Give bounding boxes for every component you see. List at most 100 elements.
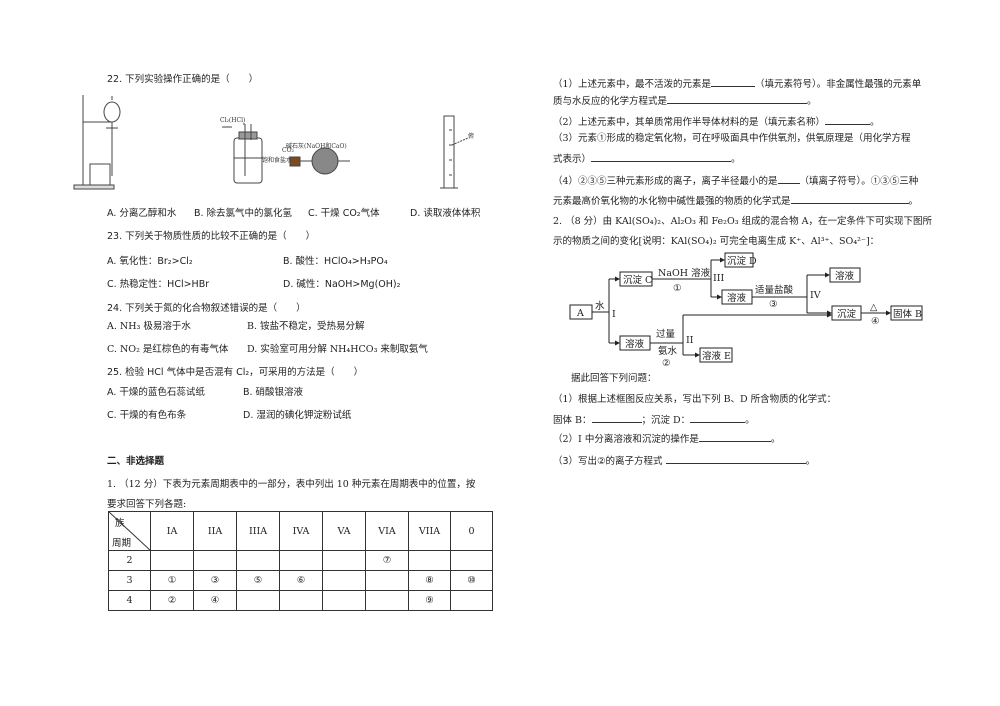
label-precip-c: 沉淀 C bbox=[623, 274, 652, 286]
q1-part3-line1: （3）元素①形成的稳定氧化物，可在呼吸面具中作供氧剂，供氧原理是（用化学方程 bbox=[553, 133, 911, 144]
answer-blank[interactable] bbox=[790, 194, 909, 204]
answer-blank[interactable] bbox=[665, 454, 806, 464]
q25-option-c: C. 干燥的有色布条 bbox=[107, 410, 187, 421]
q2-part3-text: （3）写出②的离子方程式 bbox=[553, 456, 663, 467]
label-solution-3: 溶液 bbox=[625, 338, 645, 350]
q25-option-d: D. 湿润的碘化钾淀粉试纸 bbox=[243, 410, 352, 421]
period: 。 bbox=[807, 96, 817, 107]
diagram-lines bbox=[569, 252, 923, 363]
q24-option-d: D. 实验室可用分解 NH₄HCO₃ 来制取氨气 bbox=[247, 344, 428, 355]
element-cell: ⑨ bbox=[408, 590, 451, 611]
q23-option-a: A. 氧化性：Br₂>Cl₂ bbox=[107, 256, 193, 267]
answer-blank[interactable] bbox=[825, 115, 871, 125]
q25-option-a: A. 干燥的蓝色石蕊试纸 bbox=[107, 387, 205, 398]
label-naoh: NaOH 溶液 bbox=[658, 267, 711, 279]
box-solution-2 bbox=[829, 267, 861, 283]
period: 。 bbox=[745, 415, 755, 426]
separatory-funnel-figure bbox=[73, 95, 121, 190]
section-title: 二、非选择题 bbox=[107, 456, 165, 467]
label-solution-2: 溶液 bbox=[835, 270, 855, 282]
box-solid-b bbox=[890, 305, 923, 321]
table-row: 2 ⑦ bbox=[108, 550, 493, 571]
table-row: 4 ② ④ ⑨ bbox=[108, 590, 493, 611]
soda-lime-label: 碱石灰(NaOH和CaO) bbox=[286, 142, 347, 150]
q22-option-a: A. 分离乙醇和水 bbox=[107, 208, 177, 219]
q22-stem: 22. 下列实验操作正确的是（ ） bbox=[107, 74, 259, 85]
label-ammonia: 氨水 bbox=[658, 345, 678, 357]
q1-part4-text2: （填离子符号）。①③⑤三种 bbox=[799, 176, 919, 187]
q1-stem-line1: 1. （12 分）下表为元素周期表中的一部分，表中列出 10 种元素在周期表中的… bbox=[107, 479, 476, 490]
label-heat: △ bbox=[870, 302, 878, 313]
label-hcl: 适量盐酸 bbox=[755, 284, 794, 296]
q1-part3-text: 式表示） bbox=[553, 154, 592, 165]
table-corner-cell: 族 周期 bbox=[108, 511, 151, 551]
q1-part2-text: （2）上述元素中，其单质常用作半导体材料的是（填元素名称） bbox=[553, 117, 826, 128]
q1-part1-line1: （1）上述元素中，最不活泼的元素是（填元素符号）。非金属性最强的元素单 bbox=[553, 77, 921, 91]
label-iv: IV bbox=[810, 290, 821, 301]
answer-blank[interactable] bbox=[667, 94, 808, 104]
q2-part2-text: （2）I 中分离溶液和沉淀的操作是 bbox=[553, 434, 699, 445]
period: 。 bbox=[770, 434, 781, 445]
table-header: IIIA bbox=[236, 511, 280, 551]
q25-stem: 25. 检验 HCl 气体中是否混有 Cl₂，可采用的方法是（ ） bbox=[107, 367, 364, 378]
label-solution-e: 溶液 E bbox=[702, 350, 731, 362]
q23-option-d: D. 碱性：NaOH>Mg(OH)₂ bbox=[283, 279, 401, 290]
q22-option-c: C. 干燥 CO₂气体 bbox=[308, 208, 380, 219]
period: 。 bbox=[870, 117, 880, 128]
table-header: VIA bbox=[365, 511, 409, 551]
box-precip-d bbox=[724, 252, 754, 268]
drying-tube-figure bbox=[289, 147, 350, 175]
gas-washing-bottle-figure bbox=[222, 123, 263, 184]
q1-part4-text3: 元素最高价氧化物的水化物中碱性最强的物质的化学式是 bbox=[553, 196, 791, 207]
q1-part1-text: （1）上述元素中，最不活泼的元素是 bbox=[553, 79, 712, 90]
answer-blank-b[interactable] bbox=[591, 413, 642, 423]
q2-part1: （1）根据上述框图反应关系，写出下列 B、D 所含物质的化学式： bbox=[553, 394, 837, 405]
solid-b-label: 固体 B： bbox=[553, 415, 592, 426]
corner-period-label: 周期 bbox=[112, 538, 132, 549]
periodic-table: 族 周期 IA IIA IIIA IVA VA VIA VIIA 0 2 ⑦ 3… bbox=[108, 511, 493, 611]
q23-stem: 23. 下列关于物质性质的比较不正确的是（ ） bbox=[107, 231, 316, 242]
q23-option-c: C. 热稳定性：HCl>HBr bbox=[107, 279, 210, 290]
corner-group-label: 族 bbox=[115, 518, 125, 529]
period: 。 bbox=[731, 154, 741, 165]
q2-part2: （2）I 中分离溶液和沉淀的操作是 。 bbox=[553, 432, 780, 446]
answer-blank[interactable] bbox=[698, 432, 771, 442]
period: 。 bbox=[805, 456, 816, 467]
answer-blank[interactable] bbox=[777, 174, 800, 184]
element-cell bbox=[450, 590, 493, 611]
label-precip: 沉淀 bbox=[837, 308, 857, 320]
q24-stem: 24. 下列关于氮的化合物叙述错误的是（ ） bbox=[107, 303, 306, 314]
precip-d-label: ；沉淀 D： bbox=[641, 415, 691, 426]
answer-blank[interactable] bbox=[711, 77, 756, 87]
label-precip-d: 沉淀 D bbox=[727, 255, 757, 267]
box-solution-e bbox=[699, 347, 733, 363]
table-header: 0 bbox=[450, 511, 493, 551]
q22-option-b: B. 除去氯气中的氯化氢 bbox=[194, 208, 293, 219]
answer-blank-d[interactable] bbox=[690, 413, 746, 423]
label-step-2: ② bbox=[662, 358, 671, 369]
q2-prompt: 据此回答下列问题： bbox=[571, 373, 657, 384]
label-step-1: ① bbox=[673, 283, 682, 294]
label-solution-1: 溶液 bbox=[727, 292, 747, 304]
salt-water-label: 饱和食盐水 bbox=[262, 156, 292, 164]
q24-option-a: A. NH₃ 极易溶于水 bbox=[107, 321, 191, 332]
q2-stem-line2: 示的物质之间的变化[说明：KAl(SO₄)₂ 可完全电离生成 K⁺、Al³⁺、S… bbox=[553, 236, 880, 247]
q1-part1-text3: 质与水反应的化学方程式是 bbox=[553, 96, 668, 107]
label-step-4: ④ bbox=[871, 316, 880, 327]
label-ii: II bbox=[686, 335, 694, 346]
answer-blank[interactable] bbox=[591, 152, 732, 162]
table-header: IA bbox=[150, 511, 194, 551]
q1-part2: （2）上述元素中，其单质常用作半导体材料的是（填元素名称） 。 bbox=[553, 115, 880, 129]
period: 。 bbox=[908, 196, 919, 207]
label-water: 水 bbox=[595, 300, 605, 312]
q2-part3: （3）写出②的离子方程式 。 bbox=[553, 454, 815, 468]
q2-stem-line1: 2. （8 分）由 KAl(SO₄)₂、Al₂O₃ 和 Fe₂O₃ 组成的混合物… bbox=[553, 216, 932, 227]
q1-part4-line2: 元素最高价氧化物的水化物中碱性最强的物质的化学式是 。 bbox=[553, 194, 918, 208]
label-i: I bbox=[612, 309, 616, 320]
label-excess: 过量 bbox=[656, 328, 676, 340]
label-solid-b: 固体 B bbox=[893, 308, 922, 320]
q23-option-b: B. 酸性：HClO₄>H₃PO₄ bbox=[283, 256, 388, 267]
q25-option-b: B. 硝酸银溶液 bbox=[243, 387, 304, 398]
q1-part1-line2: 质与水反应的化学方程式是 。 bbox=[553, 94, 817, 108]
